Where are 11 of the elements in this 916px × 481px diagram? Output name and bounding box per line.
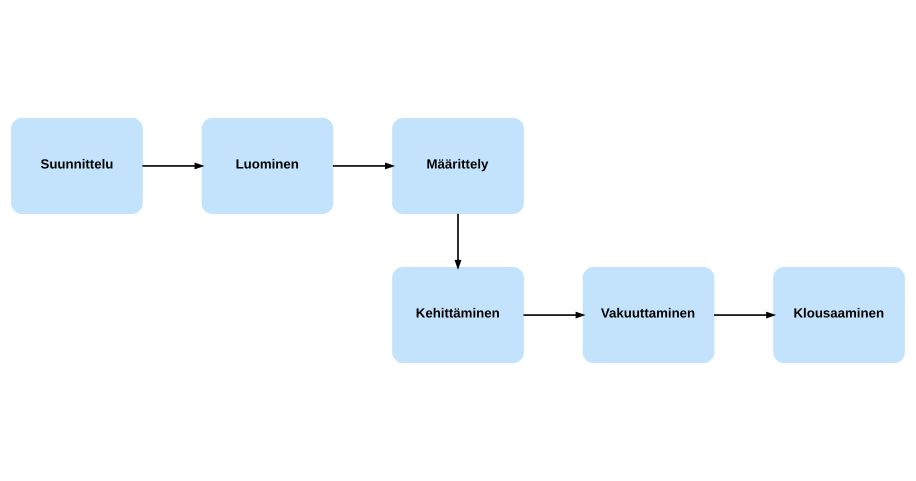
arrow (332, 162, 396, 170)
node-box: Klousaaminen (773, 267, 905, 364)
arrow (524, 312, 586, 319)
node-box: Kehittäminen (392, 267, 524, 364)
arrow (142, 162, 205, 170)
arrow (454, 214, 462, 270)
node-box: Luominen (202, 118, 334, 214)
node-box: Vakuuttaminen (582, 267, 714, 364)
arrow (714, 312, 776, 319)
node-box: Määrittely (392, 118, 524, 214)
node-box: Suunnittelu (11, 118, 143, 214)
